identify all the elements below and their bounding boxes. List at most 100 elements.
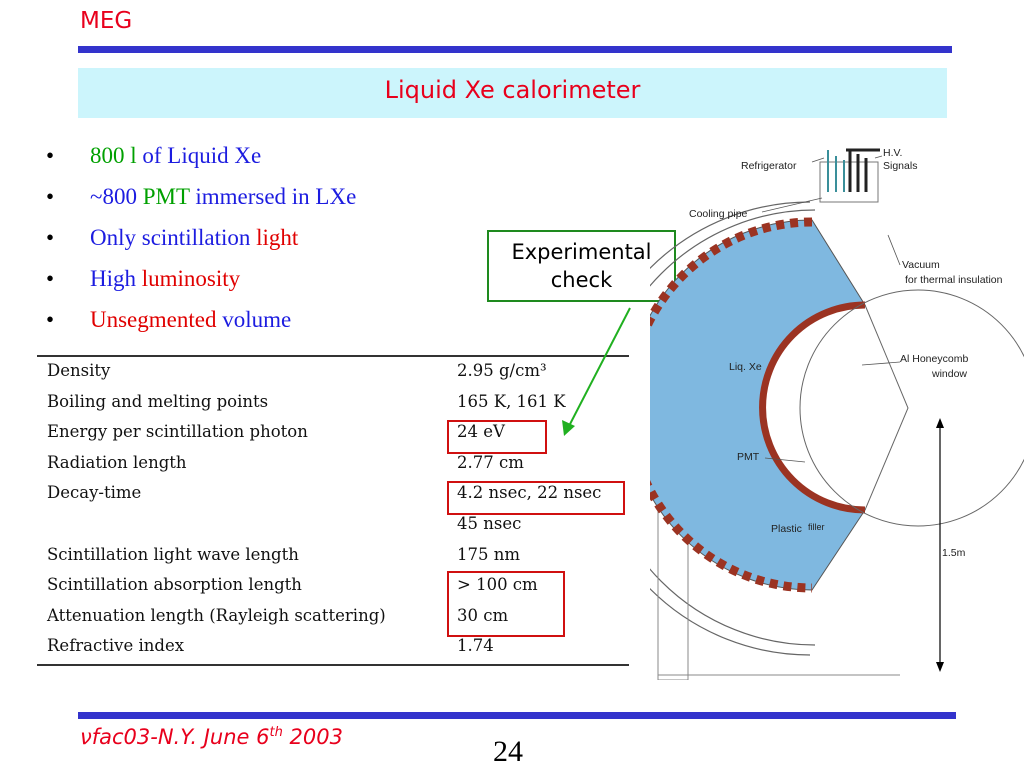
bullet-text-part: Unsegmented [90, 307, 223, 332]
bullet-text-part: 800 l [90, 143, 143, 168]
bullet-item: • High luminosity [40, 266, 356, 307]
label-signals: Signals [883, 160, 917, 172]
size-arrow-head-top [936, 418, 944, 428]
property-value: 2.95 g/cm³ [457, 361, 547, 380]
top-divider-bar [78, 46, 952, 53]
table-top-rule [37, 355, 629, 357]
property-value: 4.2 nsec, 22 nsec [457, 483, 602, 502]
property-name: Refractive index [47, 636, 185, 655]
brand-label: MEG [80, 8, 133, 34]
leader-pmt [764, 457, 806, 463]
highlight-box [447, 481, 625, 515]
hv-signal-cables [848, 150, 868, 192]
label-vacuum: Vacuum [902, 259, 940, 271]
footer-conference: νfac03-N.Y. June 6th 2003 [80, 725, 343, 749]
outer-cryostat-line-2 [650, 201, 811, 656]
highlight-box [447, 571, 565, 637]
bullet-dot: • [46, 266, 55, 291]
property-name: Energy per scintillation photon [47, 422, 308, 441]
bullet-text-part: of Liquid Xe [142, 143, 262, 168]
bullet-text-part: High [90, 266, 142, 291]
property-value: > 100 cm [457, 575, 538, 594]
table-row: Attenuation length (Rayleigh scattering)… [47, 606, 627, 634]
table-row: Energy per scintillation photon 24 eV [47, 422, 627, 450]
footer-year: 2003 [282, 725, 343, 749]
property-value: 45 nsec [457, 514, 522, 533]
property-value: 30 cm [457, 606, 509, 625]
table-row: Scintillation absorption length > 100 cm [47, 575, 627, 603]
bullet-dot: • [46, 184, 55, 209]
property-name: Scintillation absorption length [47, 575, 302, 594]
table-row: Scintillation light wave length 175 nm [47, 545, 627, 573]
bottom-divider-bar [78, 712, 956, 719]
label-cooling-pipe: Cooling pipe [689, 208, 748, 220]
label-al-honeycomb: Al Honeycomb [900, 353, 968, 365]
size-arrow-head-bottom [936, 662, 944, 672]
property-name: Scintillation light wave length [47, 545, 299, 564]
table-row: Decay-time 4.2 nsec, 22 nsec [47, 483, 627, 511]
footer-sup: th [269, 725, 283, 740]
bullet-list: • 800 l of Liquid Xe • ~800 PMT immersed in… [40, 143, 356, 348]
property-name: Decay-time [47, 483, 142, 502]
callout-arrow [562, 307, 631, 436]
label-pmt: PMT [737, 451, 760, 463]
properties-table: Density 2.95 g/cm³ Boiling and melting poi… [37, 355, 629, 667]
label-liq-xe: Liq. Xe [729, 361, 762, 373]
leader-honeycomb [861, 361, 901, 366]
bullet-text-part: Only scintillation [90, 225, 257, 250]
title-banner [78, 68, 947, 118]
bullet-text-part: ~800 [90, 184, 143, 209]
label-window: window [931, 368, 967, 380]
bullet-text-part: volume [222, 307, 292, 332]
leader-refrigerator [811, 157, 825, 163]
bullet-dot: • [46, 307, 55, 332]
footer-nu: ν [80, 725, 92, 749]
bullet-text-part: immersed in LXe [195, 184, 357, 209]
bullet-item: • Only scintillation light [40, 225, 356, 266]
table-row: 45 nsec [47, 514, 627, 542]
table-row: Radiation length 2.77 cm [47, 453, 627, 481]
table-row: Refractive index 1.74 [47, 636, 627, 664]
property-name: Boiling and melting points [47, 392, 269, 411]
label-thermal-insulation: for thermal insulation [905, 274, 1003, 286]
table-bottom-rule [37, 664, 629, 666]
label-size: 1.5m [942, 547, 966, 559]
property-name: Radiation length [47, 453, 187, 472]
refrigerator-pipes [827, 150, 845, 192]
label-hv: H.V. [883, 147, 902, 159]
property-value: 2.77 cm [457, 453, 524, 472]
bullet-item: • Unsegmented volume [40, 307, 356, 348]
bullet-text-part: light [256, 225, 299, 250]
window-lines [864, 304, 909, 511]
inner-pmt-array [759, 301, 866, 514]
property-value: 1.74 [457, 636, 494, 655]
footer-text: fac03-N.Y. June 6 [91, 725, 270, 749]
outer-pmt-array [650, 217, 813, 593]
leader-vacuum [887, 234, 901, 266]
bullet-dot: • [46, 225, 55, 250]
property-name: Attenuation length (Rayleigh scattering) [47, 606, 386, 625]
leader-hv [874, 155, 883, 159]
callout-line-1: Experimental [511, 240, 652, 264]
bullet-text-part: luminosity [141, 266, 241, 291]
outer-cryostat-line [650, 209, 816, 646]
table-row: Boiling and melting points 165 K, 161 K [47, 392, 627, 420]
property-value: 24 eV [457, 422, 505, 441]
callout-line-2: check [550, 268, 613, 292]
slide-title: Liquid Xe calorimeter [384, 76, 641, 104]
leader-cooling [761, 197, 823, 213]
bullet-item: • 800 l of Liquid Xe [40, 143, 356, 184]
property-name: Density [47, 361, 111, 380]
detector-diagram: Refrigerator H.V. Signals Cooling pipe V… [650, 147, 1024, 680]
honeycomb-window [799, 289, 1024, 527]
label-refrigerator: Refrigerator [741, 160, 797, 172]
bullet-text-part: PMT [142, 184, 196, 209]
label-filler: filler [808, 522, 825, 532]
bullet-dot: • [46, 143, 55, 168]
highlight-box [447, 420, 547, 454]
property-value: 165 K, 161 K [457, 392, 566, 411]
page-number: 24 [493, 735, 523, 768]
label-plastic: Plastic [771, 523, 802, 535]
bullet-item: • ~800 PMT immersed in LXe [40, 184, 356, 225]
property-value: 175 nm [457, 545, 521, 564]
